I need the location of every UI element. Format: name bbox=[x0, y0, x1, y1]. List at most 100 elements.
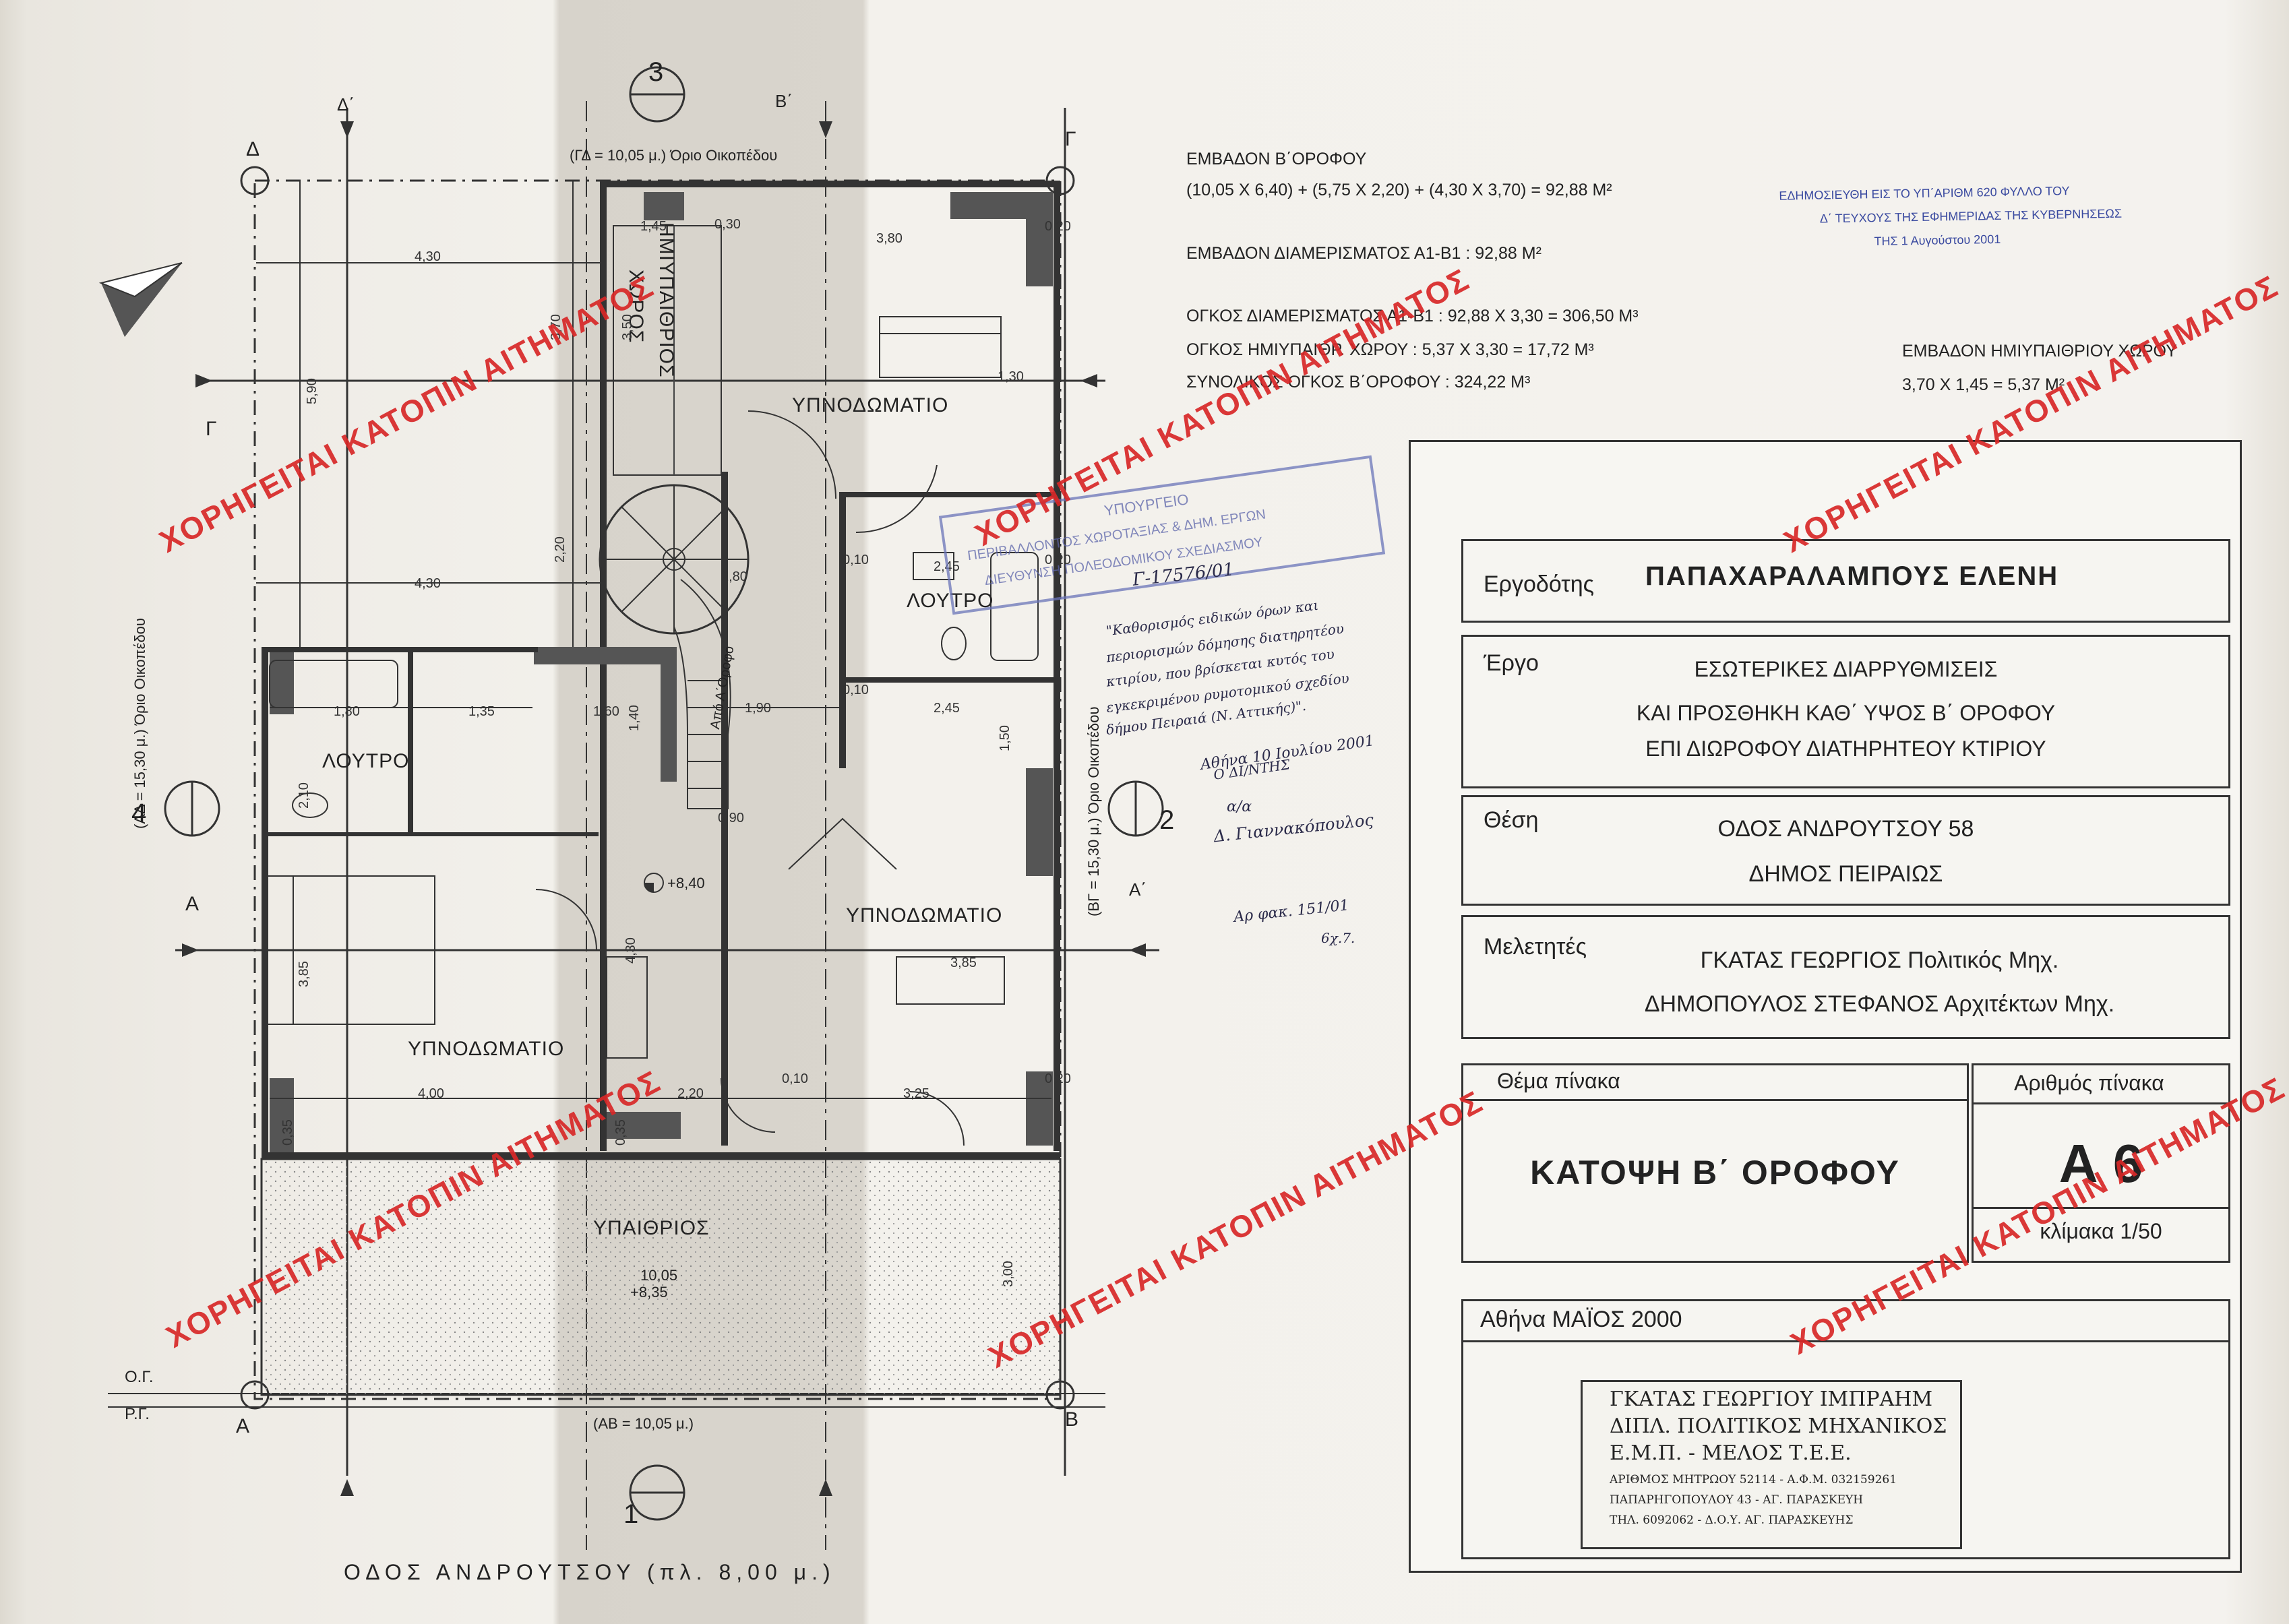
dim-380: 3,80 bbox=[876, 231, 903, 246]
semi-open-volume: ΟΓΚΟΣ ΗΜΙΥΠΑΙΘΡ. ΧΩΡΟΥ : 5,37 Χ 3,30 = 1… bbox=[1186, 340, 1594, 359]
rg-label: Ρ.Γ. bbox=[125, 1405, 150, 1423]
engineer-line3: Ε.Μ.Π. - ΜΕΛΟΣ Τ.Ε.Ε. bbox=[1610, 1441, 1852, 1465]
location-box: Θέση ΟΔΟΣ ΑΝΔΡΟΥΤΣΟΥ 58 ΔΗΜΟΣ ΠΕΙΡΑΙΩΣ bbox=[1461, 795, 2230, 906]
dim-140: 1,40 bbox=[627, 705, 642, 731]
dim-385b: 3,85 bbox=[950, 956, 977, 970]
designer-1: ΓΚΑΤΑΣ ΓΕΩΡΓΙΟΣ Πολιτικός Μηχ. bbox=[1700, 947, 2059, 973]
room-bath-center: ΛΟΥΤΡΟ bbox=[907, 590, 994, 612]
designer-2: ΔΗΜΟΠΟΥΛΟΣ ΣΤΕΦΑΝΟΣ Αρχιτέκτων Μηχ. bbox=[1644, 991, 2115, 1017]
boundary-bottom: (ΑΒ = 10,05 μ.) bbox=[593, 1415, 694, 1432]
mark-b-bottom: Β bbox=[1065, 1408, 1079, 1431]
designers-label: Μελετητές bbox=[1484, 934, 1587, 960]
og-label: Ο.Γ. bbox=[125, 1368, 154, 1386]
level-open: +8,35 bbox=[630, 1284, 668, 1301]
section-mark-top: 3 bbox=[648, 57, 664, 87]
apartment-area: ΕΜΒΑΔΟΝ ΔΙΑΜΕΡΙΣΜΑΤΟΣ Α1-Β1 : 92,88 Μ² bbox=[1186, 244, 1542, 263]
dim-010c: 0,10 bbox=[782, 1071, 808, 1086]
mark-d-top: Δ bbox=[246, 138, 260, 160]
date-value: Αθήνα ΜΑΪΟΣ 2000 bbox=[1480, 1307, 1682, 1332]
engineer-line2: ΔΙΠΛ. ΠΟΛΙΤΙΚΟΣ ΜΗΧΑΝΙΚΟΣ bbox=[1610, 1414, 1947, 1438]
subject-label: Θέμα πίνακα bbox=[1497, 1069, 1620, 1093]
owner-box: Εργοδότης ΠΑΠΑΧΑΡΑΛΑΜΠΟΥΣ ΕΛΕΝΗ bbox=[1461, 539, 2230, 623]
dim-190: 1,90 bbox=[745, 701, 771, 716]
section-mark-left: 4 bbox=[131, 799, 147, 828]
dim-180: 1,80 bbox=[334, 704, 360, 719]
boundary-right: (ΒΓ = 15,30 μ.) Όριο Οικοπέδου bbox=[1085, 706, 1102, 916]
room-bedroom-left: ΥΠΝΟΔΩΜΑΤΙΟ bbox=[408, 1038, 565, 1060]
project-box: Έργο ΕΣΩΤΕΡΙΚΕΣ ΔΙΑΡΡΥΘΜΙΣΕΙΣ ΚΑΙ ΠΡΟΣΘΗ… bbox=[1461, 635, 2230, 788]
apartment-volume: ΟΓΚΟΣ ΔΙΑΜΕΡΙΣΜΑΤΟΣ Α1-Β1 : 92,88 Χ 3,30… bbox=[1186, 307, 1639, 325]
dim-020b: 0,20 bbox=[1045, 553, 1071, 567]
project-line2: ΚΑΙ ΠΡΟΣΘΗΚΗ ΚΑΘ΄ ΥΨΟΣ Β΄ ΟΡΟΦΟΥ bbox=[1636, 701, 2056, 725]
mark-g-left: Γ bbox=[206, 418, 217, 440]
dim-220b: 2,20 bbox=[677, 1086, 704, 1101]
room-bedroom-right: ΥΠΝΟΔΩΜΑΤΙΟ bbox=[846, 904, 1003, 927]
floor-area-formula: (10,05 Χ 6,40) + (5,75 Χ 2,20) + (4,30 Χ… bbox=[1186, 181, 1612, 199]
project-line3: ΕΠΙ ΔΙΩΡΟΦΟΥ ΔΙΑΤΗΡΗΤΕΟΥ ΚΤΙΡΙΟΥ bbox=[1645, 737, 2046, 761]
engineer-line4: ΑΡΙΘΜΟΣ ΜΗΤΡΩΟΥ 52114 - Α.Φ.Μ. 032159261 bbox=[1610, 1473, 1897, 1487]
dim-010a: 0,10 bbox=[843, 553, 869, 567]
dim-280: 2,80 bbox=[721, 569, 747, 584]
plot-boundary bbox=[253, 179, 1062, 1400]
hand-for: α/α bbox=[1227, 799, 1252, 815]
semi-open-area-value: 3,70 Χ 1,45 = 5,37 Μ² bbox=[1902, 375, 2065, 394]
dim-010b: 0,10 bbox=[843, 683, 869, 697]
room-bath-left: ΛΟΥΤΡΟ bbox=[322, 750, 410, 772]
gazette-line1: ΕΔΗΜΟΣΙΕΥΘΗ ΕΙΣ ΤΟ ΥΠ΄ΑΡΙΘΜ 620 ΦΥΛΛΟ ΤΟ… bbox=[1779, 184, 2070, 203]
semi-open-area-title: ΕΜΒΑΔΟΝ ΗΜΙΥΠΑΙΘΡΙΟΥ ΧΩΡΟΥ bbox=[1902, 342, 2177, 361]
hand-protocol2: 6χ.7. bbox=[1321, 930, 1355, 946]
dim-035a: 0,35 bbox=[280, 1119, 295, 1146]
engineer-line1: ΓΚΑΤΑΣ ΓΕΩΡΓΙΟΥ ΙΜΠΡΑΗΜ bbox=[1610, 1387, 1933, 1411]
mark-a-bottom: Α bbox=[236, 1415, 250, 1437]
room-bedroom-top: ΥΠΝΟΔΩΜΑΤΙΟ bbox=[792, 394, 949, 416]
owner-label: Εργοδότης bbox=[1484, 571, 1595, 597]
section-mark-right: 2 bbox=[1159, 805, 1175, 835]
scale-value: κλίμακα 1/50 bbox=[2040, 1219, 2162, 1243]
engineer-stamp: ΓΚΑΤΑΣ ΓΕΩΡΓΙΟΥ ΙΜΠΡΑΗΜ ΔΙΠΛ. ΠΟΛΙΤΙΚΟΣ … bbox=[1581, 1380, 1962, 1549]
boundary-left: (ΑΔ = 15,30 μ.) Όριο Οικοπέδου bbox=[131, 618, 148, 829]
dim-130: 1,30 bbox=[998, 369, 1024, 384]
gazette-line3: ΤΗΣ 1 Αυγούστου 2001 bbox=[1874, 232, 2001, 249]
floor-plan bbox=[98, 66, 1164, 1550]
dim-300: 3,00 bbox=[1001, 1261, 1016, 1287]
dim-030: 0,30 bbox=[714, 217, 741, 232]
section-mark-bottom: 1 bbox=[623, 1499, 639, 1529]
dim-245a: 2,45 bbox=[934, 559, 960, 574]
street-name: ΟΔΟΣ ΑΝΔΡΟΥΤΣΟΥ (πλ. 8,00 μ.) bbox=[344, 1560, 836, 1584]
location-line1: ΟΔΟΣ ΑΝΔΡΟΥΤΣΟΥ 58 bbox=[1717, 816, 1974, 842]
dim-430a: 4,30 bbox=[415, 249, 441, 264]
level-open-area: 10,05 bbox=[640, 1267, 678, 1284]
total-volume: ΣΥΝΟΛΙΚΟΣ ΟΓΚΟΣ Β΄ΟΡΟΦΟΥ : 324,22 Μ³ bbox=[1186, 373, 1531, 392]
mark-a-prime: Α΄ bbox=[1129, 879, 1147, 900]
dim-135: 1,35 bbox=[468, 704, 495, 719]
location-line2: ΔΗΜΟΣ ΠΕΙΡΑΙΩΣ bbox=[1748, 861, 1943, 887]
dim-150: 1,50 bbox=[998, 725, 1012, 751]
subject-value: ΚΑΤΟΨΗ Β΄ ΟΡΟΦΟΥ bbox=[1530, 1154, 1900, 1191]
mark-a-left: Α bbox=[185, 893, 200, 915]
dim-430b: 4,30 bbox=[415, 576, 441, 591]
dim-210: 2,10 bbox=[297, 782, 311, 809]
dim-160: 1,60 bbox=[593, 704, 619, 719]
mark-d-prime: Δ΄ bbox=[337, 94, 355, 115]
mark-g-top: Γ bbox=[1065, 128, 1076, 150]
sheet-number-box: Αριθμός πίνακα Α 6 κλίμακα 1/50 bbox=[1972, 1063, 2230, 1263]
dim-035b: 0,35 bbox=[613, 1119, 628, 1146]
dim-020a: 0,20 bbox=[1045, 219, 1071, 234]
project-label: Έργο bbox=[1484, 650, 1539, 676]
level-hall: +8,40 bbox=[667, 875, 705, 892]
engineer-line5: ΠΑΠΑΡΗΓΟΠΟΥΛΟΥ 43 - ΑΓ. ΠΑΡΑΣΚΕΥΗ bbox=[1610, 1493, 1864, 1507]
ministry-line1: ΥΠΟΥΡΓΕΙΟ bbox=[1103, 491, 1190, 520]
dim-325: 3,25 bbox=[903, 1086, 929, 1101]
mark-b-prime: Β΄ bbox=[775, 91, 793, 111]
dim-385a: 3,85 bbox=[297, 961, 311, 987]
designers-box: Μελετητές ΓΚΑΤΑΣ ΓΕΩΡΓΙΟΣ Πολιτικός Μηχ.… bbox=[1461, 915, 2230, 1039]
engineer-line6: ΤΗΛ. 6092062 - Δ.Ο.Υ. ΑΓ. ΠΑΡΑΣΚΕΥΗΣ bbox=[1610, 1513, 1854, 1527]
gazette-stamp: ΕΔΗΜΟΣΙΕΥΘΗ ΕΙΣ ΤΟ ΥΠ΄ΑΡΙΘΜ 620 ΦΥΛΛΟ ΤΟ… bbox=[1779, 175, 2211, 263]
room-open-space: ΥΠΑΙΘΡΙΟΣ bbox=[593, 1217, 710, 1239]
floor-area-title: ΕΜΒΑΔΟΝ Β΄ΟΡΟΦΟΥ bbox=[1186, 150, 1367, 168]
subject-box: Θέμα πίνακα ΚΑΤΟΨΗ Β΄ ΟΡΟΦΟΥ bbox=[1461, 1063, 1969, 1263]
dim-430c: 4,30 bbox=[623, 937, 638, 964]
dim-400: 4,00 bbox=[418, 1086, 444, 1101]
dim-220: 2,20 bbox=[553, 536, 568, 563]
owner-value: ΠΑΠΑΧΑΡΑΛΑΜΠΟΥΣ ΕΛΕΝΗ bbox=[1645, 561, 2059, 591]
